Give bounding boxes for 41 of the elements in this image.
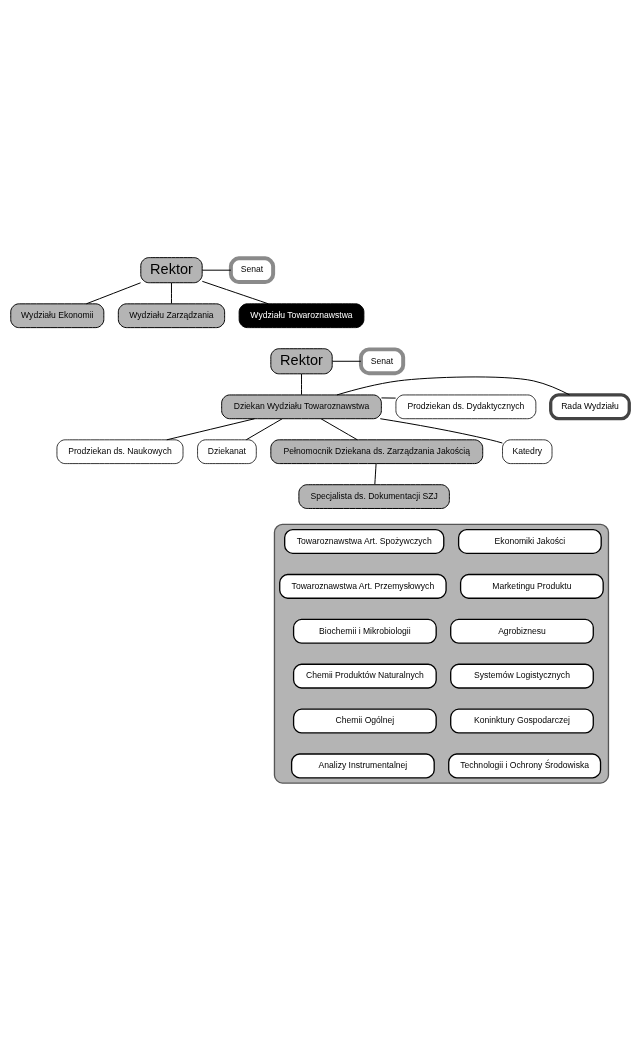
node-box: Specjalista ds. Dokumentacji SZJ xyxy=(298,483,450,509)
connector xyxy=(201,280,269,304)
node-box: Prodziekan ds. Dydaktycznych xyxy=(395,394,537,419)
node-box: Rada Wydziału xyxy=(549,392,631,420)
node-box: Towaroznawstwa Art. Spożywczych xyxy=(284,528,445,554)
node-box: Dziekanat xyxy=(197,438,257,464)
node-box: Chemii Ogólnej xyxy=(292,708,437,734)
node-box: Marketingu Produktu xyxy=(459,573,604,599)
node-box: Senat xyxy=(228,255,276,284)
connector xyxy=(171,281,172,304)
connector xyxy=(85,281,142,304)
connector xyxy=(374,462,377,485)
node-box: Katedry xyxy=(502,438,553,464)
node-box: Wydziału Towaroznawstwa xyxy=(238,302,365,328)
node-box: Koninktury Gospodarczej xyxy=(450,708,594,734)
node-box: Rektor xyxy=(270,347,333,374)
connector xyxy=(320,417,358,440)
cluster xyxy=(273,523,610,784)
node-box: Towaroznawstwa Art. Przemysłowych xyxy=(279,573,447,599)
connector xyxy=(380,396,397,399)
node-box: Biochemii i Mikrobiologii xyxy=(292,618,437,644)
node-box: Technologii i Ochrony Środowiska xyxy=(448,752,602,778)
connector xyxy=(245,417,283,440)
connector xyxy=(301,373,302,395)
connector xyxy=(379,417,503,443)
node-box: Agrobiznesu xyxy=(450,618,594,644)
node-box: Systemów Logistycznych xyxy=(450,663,594,689)
node-box: Chemii Produktów Naturalnych xyxy=(292,663,437,689)
node-box: Senat xyxy=(358,346,406,375)
node-box: Wydziału Zarządzania xyxy=(117,302,226,328)
connector xyxy=(201,269,232,271)
node-box: Pełnomocnik Dziekana ds. Zarządzania Jakością xyxy=(270,438,484,464)
node-box: Ekonomiki Jakości xyxy=(457,528,602,554)
node-box: Dziekan Wydziału Towaroznawstwa xyxy=(221,393,382,419)
node-box: Prodziekan ds. Naukowych xyxy=(56,438,184,464)
node-box: Rektor xyxy=(140,256,203,283)
connector xyxy=(331,360,362,362)
connector xyxy=(166,417,256,440)
connector xyxy=(336,375,570,395)
node-box: Analizy Instrumentalnej xyxy=(290,752,435,778)
node-box: Wydziału Ekonomii xyxy=(10,302,105,328)
